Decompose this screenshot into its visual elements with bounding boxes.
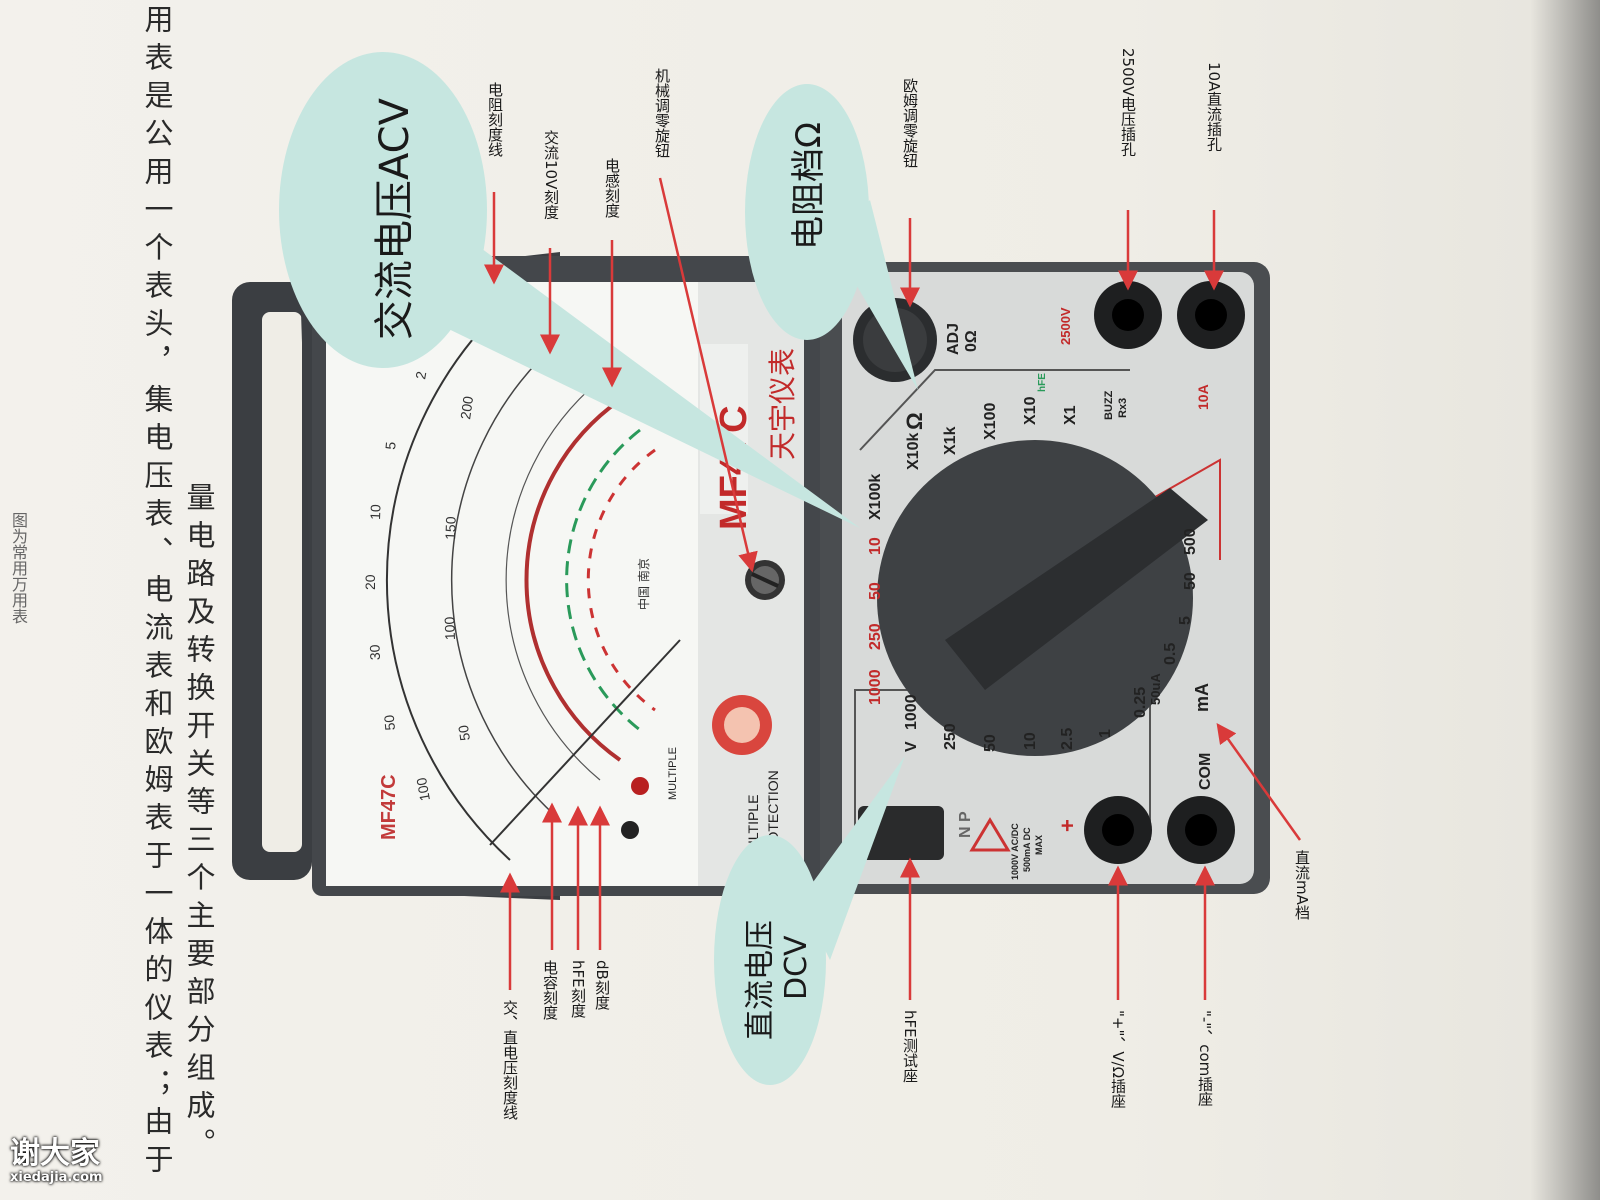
acv-bubble-text: 交流电压ACV — [372, 97, 418, 340]
label-inductance-scale: 电感刻度 — [603, 158, 621, 218]
adj-line-2: 0Ω — [963, 330, 980, 352]
ohm-bubble-text: 电阻档Ω — [789, 122, 829, 250]
watermark: 谢大家 xiedajia.com — [10, 1136, 103, 1186]
ohm-range-x1k: X1k — [942, 426, 959, 455]
watermark-site: xiedajia.com — [10, 1170, 103, 1185]
label-resistance-scale: 电阻刻度线 — [486, 82, 504, 157]
body-line-1: 用表是公用一个表头，集电压表、电流表和欧姆表于一体的仪表；由于 — [140, 4, 174, 1182]
ohm-symbol: Ω — [902, 412, 927, 430]
label-acv10-scale: 交流10V刻度 — [542, 130, 560, 220]
label-cap-scale: 电容刻度 — [541, 960, 559, 1020]
hfe-panel-label: hFE — [1037, 373, 1048, 392]
control-panel — [842, 272, 1254, 884]
brand-line-text: 天宇仪表 — [766, 348, 799, 460]
acv-bubble — [279, 52, 860, 528]
com-label: COM — [1197, 753, 1214, 790]
dcv-range-10: 10 — [1022, 732, 1039, 750]
brand-plate — [698, 282, 804, 886]
dcv-range-50: 50 — [982, 734, 999, 752]
acv-range-10: 10 — [867, 537, 884, 555]
svg-text:200: 200 — [457, 395, 476, 421]
acv-range-250: 250 — [867, 623, 884, 650]
dcma-range-50ua: 50uA — [1148, 673, 1163, 705]
svg-text:100: 100 — [413, 776, 433, 802]
label-dc-ma: 直流mA档 — [1293, 850, 1311, 920]
label-2500v-jack: 2500V电压插孔 — [1119, 48, 1137, 157]
label-10a-jack: 10A直流插孔 — [1205, 62, 1223, 152]
dial-model-text: MF47C — [378, 774, 400, 840]
svg-text:100: 100 — [441, 616, 458, 640]
warning-line-2: 500mA DC — [1022, 827, 1032, 872]
body-line-2: 量电路及转换开关等三个主要部分组成。 — [182, 482, 216, 1166]
ohm-range-x1: X1 — [1062, 405, 1079, 425]
acv-range-1000: 1000 — [867, 669, 884, 705]
dcv-range-250: 250 — [942, 723, 959, 750]
buzz-line-1: BUZZ — [1103, 390, 1115, 420]
label-ohm-zero: 欧姆调零旋钮 — [901, 78, 919, 168]
page-edge-shadow — [1530, 0, 1600, 1200]
label-com-socket: "-"、com插座 — [1196, 1010, 1214, 1107]
dcv-range-2-5: 2.5 — [1059, 728, 1076, 750]
ohm-range-x10k: X10k — [905, 433, 922, 470]
dcv-bubble — [714, 756, 905, 1085]
dcv-range-1000: 1000 — [903, 694, 920, 730]
ohm-range-x10: X10 — [1022, 396, 1039, 425]
dcv-bubble-text-2: DCV — [779, 935, 814, 1000]
label-vohm-socket: "+"、V/Ω插座 — [1109, 1010, 1127, 1109]
v2500-label: 2500V — [1058, 307, 1073, 345]
dcma-range-50: 50 — [1182, 572, 1199, 590]
label-mech-zero: 机械调零旋钮 — [653, 68, 671, 158]
dcma-range-0-5: 0.5 — [1162, 643, 1179, 665]
svg-text:5: 5 — [382, 441, 399, 450]
watermark-name: 谢大家 — [10, 1136, 100, 1171]
annotation-arrows — [484, 177, 1302, 1000]
dcv-range-1: 1 — [1097, 729, 1114, 738]
svg-text:50: 50 — [381, 714, 398, 731]
svg-text:2: 2 — [412, 370, 429, 381]
dcma-range-500: 500 — [1182, 528, 1199, 555]
svg-text:50: 50 — [455, 724, 473, 742]
dcma-range-5: 5 — [1177, 616, 1194, 625]
dcv-label: V — [903, 741, 920, 752]
label-hfe-scale: hFE刻度 — [569, 960, 587, 1018]
buzz-line-2: Rx3 — [1117, 398, 1129, 418]
svg-text:20: 20 — [362, 574, 378, 590]
plus-label: + — [1055, 819, 1080, 832]
ohm-range-x100: X100 — [982, 403, 999, 440]
label-acdc-scale: 交、直电压刻度线 — [501, 1000, 519, 1120]
svg-text:10: 10 — [367, 504, 384, 520]
ohm-bubble — [745, 84, 918, 390]
dcv-bubble-text-1: 直流电压 — [743, 920, 778, 1040]
ma-label: mA — [1192, 683, 1212, 712]
warning-line-1: 1000V AC/DC — [1010, 823, 1020, 880]
label-db-scale: dB刻度 — [593, 960, 611, 1010]
ohm-range-x100k: X100k — [867, 474, 884, 520]
acv-range-50: 50 — [867, 582, 884, 600]
label-hfe-socket: hFE测试座 — [901, 1010, 919, 1083]
dcv-range-0-25: 0.25 — [1132, 687, 1149, 718]
multiple-tag: MULTIPLE — [667, 747, 679, 800]
npn-label: N P — [957, 811, 974, 838]
svg-text:150: 150 — [442, 516, 459, 540]
adj-line-1: ADJ — [945, 323, 962, 355]
svg-text:30: 30 — [366, 644, 383, 660]
warning-line-3: MAX — [1034, 835, 1044, 855]
a10-label: 10A — [1195, 384, 1211, 410]
figure-caption: 图为常用万用表 — [9, 512, 28, 624]
dial-made-in: 中国 南京 — [636, 558, 651, 610]
